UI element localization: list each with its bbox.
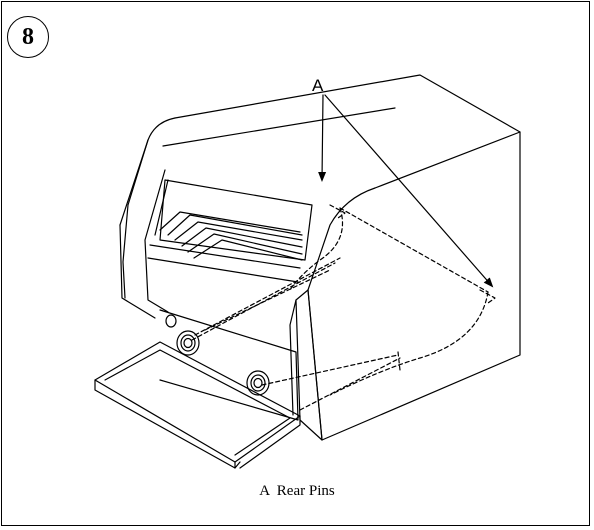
knob-right (246, 370, 270, 396)
hidden-rack-lines (191, 204, 496, 411)
callout-label-a: A (312, 76, 324, 95)
callout-arrows (318, 94, 494, 288)
control-panel (159, 309, 299, 421)
caption-letter: A (259, 483, 270, 499)
step-number-badge: 8 (7, 16, 49, 58)
toaster-top-face (174, 74, 521, 189)
step-number: 8 (22, 23, 34, 50)
crumb-tray (94, 341, 301, 463)
toaster-right-face (307, 131, 521, 441)
toaster-opening (159, 179, 313, 261)
indicator-light (165, 314, 177, 328)
figure-caption: A Rear Pins (0, 483, 594, 500)
caption-text: Rear Pins (276, 483, 335, 499)
knob-left (176, 330, 200, 356)
